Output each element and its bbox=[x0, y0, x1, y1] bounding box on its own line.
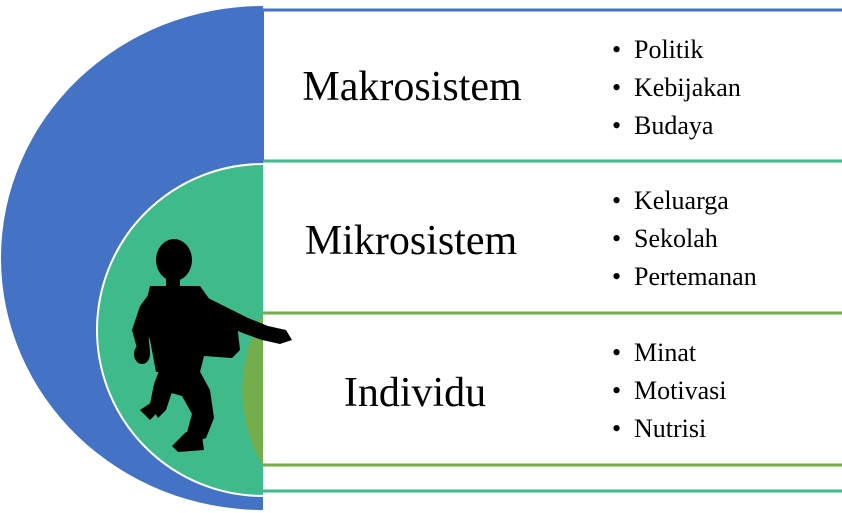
list-item: •Kebijakan bbox=[612, 69, 741, 107]
list-item: •Pertemanan bbox=[612, 258, 757, 296]
inner-arc bbox=[242, 314, 263, 466]
bullet-icon: • bbox=[612, 186, 622, 215]
bullet-icon: • bbox=[612, 262, 622, 291]
running-child-silhouette-icon bbox=[132, 239, 292, 452]
list-item: •Budaya bbox=[612, 107, 741, 145]
list-item: •Minat bbox=[612, 334, 726, 372]
list-item: •Sekolah bbox=[612, 220, 757, 258]
bullet-icon: • bbox=[612, 338, 622, 367]
list-item: •Politik bbox=[612, 31, 741, 69]
middle-arc-edge bbox=[96, 163, 264, 497]
list-item: •Keluarga bbox=[612, 182, 757, 220]
level-title-individu: Individu bbox=[343, 370, 487, 416]
content-panel bbox=[263, 9, 842, 491]
individu-list: •Minat •Motivasi •Nutrisi bbox=[612, 334, 726, 448]
bullet-icon: • bbox=[612, 73, 622, 102]
bullet-icon: • bbox=[612, 35, 622, 64]
bullet-icon: • bbox=[612, 376, 622, 405]
level-title-mikrosistem: Mikrosistem bbox=[304, 218, 518, 264]
mikrosistem-list: •Keluarga •Sekolah •Pertemanan bbox=[612, 182, 757, 296]
bullet-icon: • bbox=[612, 111, 622, 140]
makrosistem-list: •Politik •Kebijakan •Budaya bbox=[612, 31, 741, 145]
level-title-makrosistem: Makrosistem bbox=[302, 64, 522, 110]
bullet-icon: • bbox=[612, 414, 622, 443]
list-item: •Nutrisi bbox=[612, 410, 726, 448]
list-item: •Motivasi bbox=[612, 372, 726, 410]
bullet-icon: • bbox=[612, 224, 622, 253]
